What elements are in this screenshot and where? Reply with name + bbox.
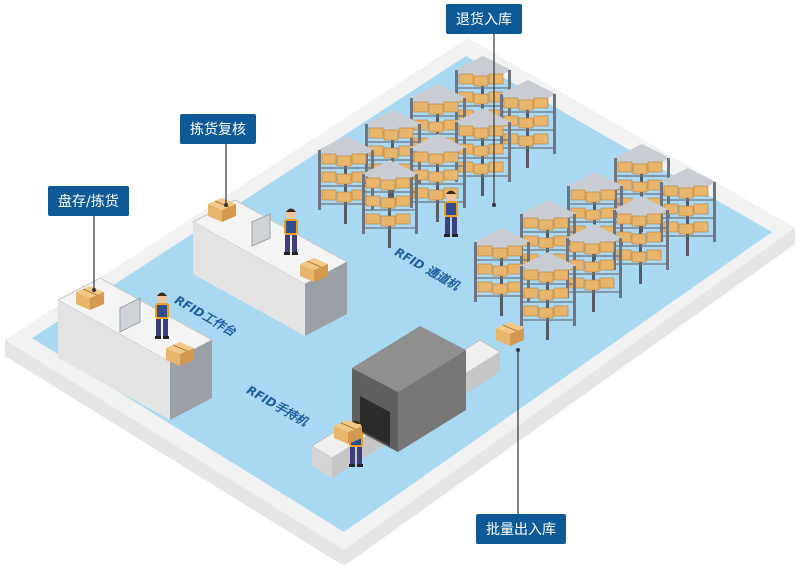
callout-leaders (93, 28, 519, 514)
callout-return-in: 退货入库 (446, 4, 522, 34)
rfid-tunnel-gate (352, 326, 466, 452)
floor-zone (32, 56, 772, 532)
callout-pick-review: 拣货复核 (180, 114, 256, 144)
callout-inventory-pick: 盘存/拣货 (48, 186, 129, 216)
callout-batch-out-in: 批量出入库 (476, 514, 566, 544)
